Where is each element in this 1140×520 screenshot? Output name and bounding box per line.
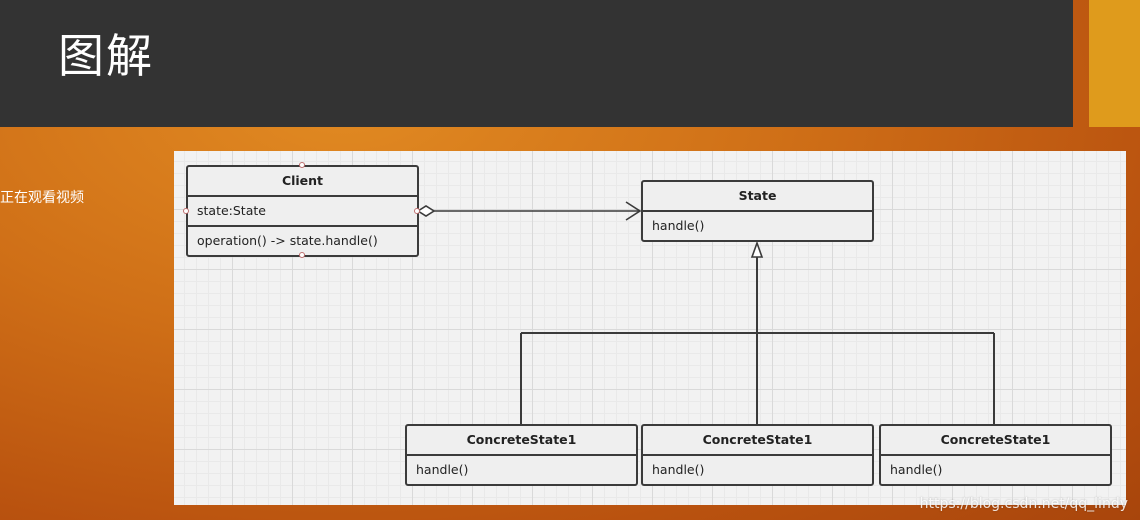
state-class-operation: handle() [643,210,872,240]
selection-handle[interactable] [299,162,305,168]
concrete-state-class[interactable]: ConcreteState1 handle() [879,424,1112,486]
side-caption: 正在观看视频 [0,190,84,206]
slide-title: 图解 [58,29,154,83]
selection-handle[interactable] [183,208,189,214]
concrete-state-name: ConcreteState1 [940,432,1051,447]
connectors [416,201,995,426]
concrete-state-operation: handle() [643,454,872,484]
concrete-state-operation: handle() [407,454,636,484]
concrete-state-name: ConcreteState1 [702,432,813,447]
watermark: https://blog.csdn.net/qq_lindy [919,496,1128,512]
accent-block [1089,0,1140,127]
concrete-state-class[interactable]: ConcreteState1 handle() [405,424,638,486]
state-class-name: State [738,188,777,203]
concrete-state-name: ConcreteState1 [466,432,577,447]
client-class[interactable]: Client state:State operation() -> state.… [186,165,419,257]
client-class-attribute: state:State [188,195,417,225]
association-arrowhead [625,201,642,221]
state-class[interactable]: State handle() [641,180,874,242]
header-bar [0,0,1073,127]
aggregation-diamond [416,205,436,217]
diagram-canvas: Client state:State operation() -> state.… [174,151,1126,505]
concrete-state-operation: handle() [881,454,1110,484]
inheritance-triangle [750,240,764,258]
concrete-state-class[interactable]: ConcreteState1 handle() [641,424,874,486]
client-class-name: Client [281,173,324,188]
selection-handle[interactable] [414,208,420,214]
selection-handle[interactable] [299,252,305,258]
client-class-operation: operation() -> state.handle() [188,225,417,254]
